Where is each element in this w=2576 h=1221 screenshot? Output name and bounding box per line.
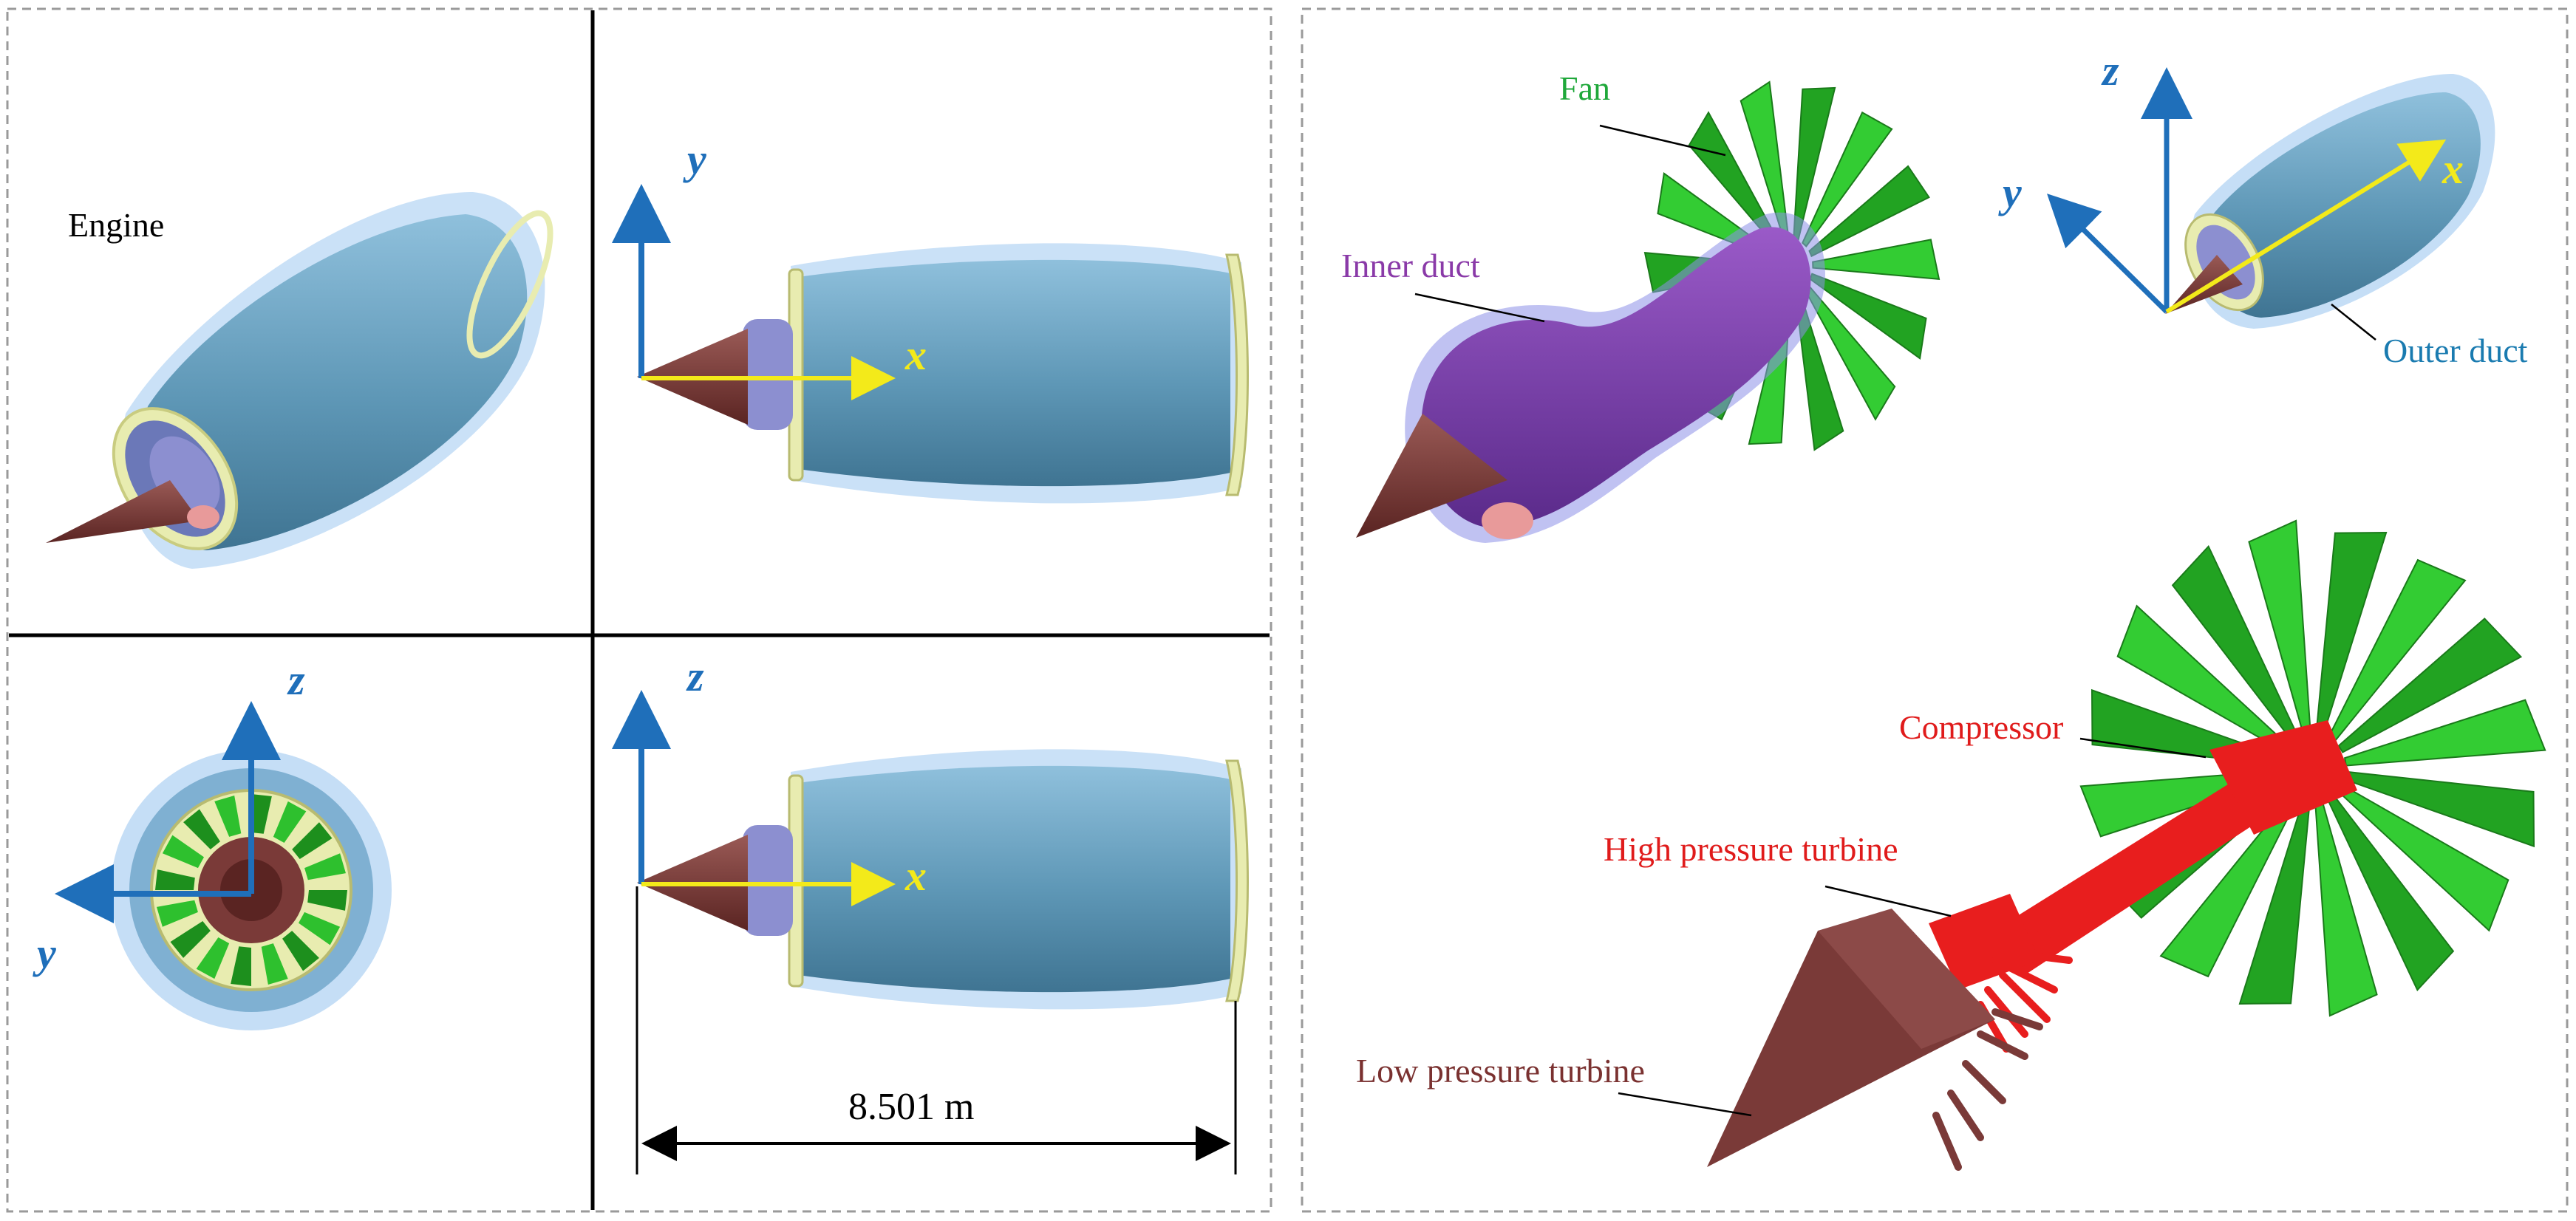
engine-isometric-view — [46, 192, 553, 569]
turbine-blade — [1999, 971, 2051, 1023]
top-view-x-label: x — [904, 852, 927, 900]
front-view-y-label: y — [33, 929, 56, 977]
inner-duct-label: Inner duct — [1341, 247, 1480, 284]
turbine-blade — [1991, 957, 2058, 993]
hpt-label: High pressure turbine — [1604, 830, 1898, 868]
fan-segment — [170, 921, 211, 958]
turbine-blade — [1991, 1008, 2043, 1030]
iso-y-label: y — [1998, 168, 2022, 216]
fan-segment — [155, 869, 195, 890]
fan-segment — [298, 912, 341, 945]
fan-segment — [251, 794, 272, 834]
engine-top-view-xz — [612, 690, 1249, 1174]
right-panel-frame — [1301, 7, 2569, 1213]
fan-segment — [157, 900, 198, 927]
fan-label: Fan — [1559, 69, 1610, 107]
outer-duct-label: Outer duct — [2383, 332, 2528, 369]
fan-segment — [214, 796, 242, 837]
fan-segment — [162, 835, 205, 869]
compressor-leader — [2079, 737, 2207, 759]
turbine-blade — [2006, 949, 2073, 964]
engine-label: Engine — [68, 206, 164, 244]
turbine-blade — [1962, 1060, 2006, 1104]
turbine-blade — [2014, 927, 2080, 942]
hpt-leader — [1824, 885, 1952, 917]
turbine-blade — [1932, 1112, 1962, 1171]
turbine-blade — [1947, 1090, 1984, 1141]
iso-x-label: x — [2442, 145, 2464, 193]
turbine-blade — [1977, 1030, 2028, 1060]
iso-x-axis — [2165, 139, 2447, 314]
top-view-z-label: z — [686, 652, 704, 700]
fan-segment — [231, 946, 251, 986]
fan-segment — [307, 890, 347, 911]
compressor-label: Compressor — [1899, 708, 2063, 746]
iso-z-label: z — [2101, 47, 2119, 95]
fan-segment — [273, 801, 307, 844]
engine-side-view-xy — [612, 184, 1249, 504]
left-panel-frame — [6, 7, 1272, 1213]
side-view-y-label: y — [683, 135, 706, 183]
fan-segment — [261, 943, 288, 985]
front-view-z-label: z — [287, 656, 305, 704]
inner-duct-fan-assembly — [1356, 81, 1940, 543]
lpt-label: Low pressure turbine — [1356, 1052, 1645, 1090]
fan-blade — [2337, 618, 2523, 753]
fan-leader — [1599, 124, 1726, 157]
dimension-label: 8.501 m — [848, 1086, 974, 1128]
inner-duct-leader — [1414, 293, 1545, 323]
engine-front-view-yz — [55, 701, 392, 1030]
fan-segment — [183, 809, 220, 849]
engine-isometric-axes-view — [2047, 67, 2495, 329]
lpt-leader — [1618, 1092, 1752, 1117]
outer-duct-leader — [2331, 304, 2376, 341]
fan-segment — [282, 931, 319, 971]
fan-segment — [304, 853, 346, 880]
side-view-x-label: x — [904, 331, 927, 379]
fan-segment — [292, 822, 333, 859]
fan-segment — [196, 937, 230, 979]
rotor-assembly — [1707, 519, 2546, 1171]
iso-y-axis — [2047, 194, 2169, 314]
